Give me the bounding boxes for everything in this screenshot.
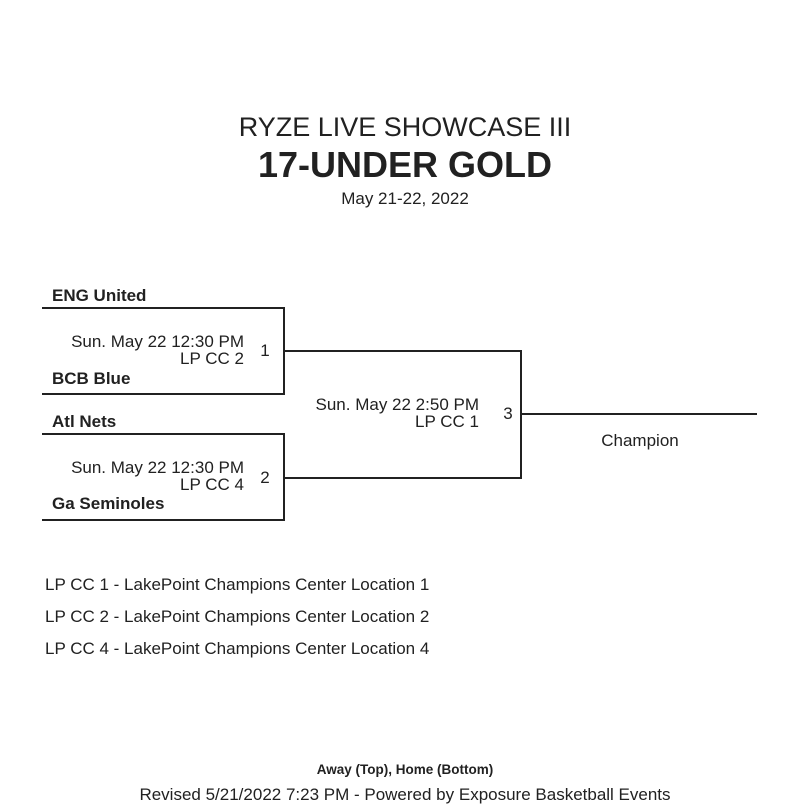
game2-bottom-line	[42, 519, 285, 521]
revised-note: Revised 5/21/2022 7:23 PM - Powered by E…	[139, 785, 671, 804]
away-home-note: Away (Top), Home (Bottom)	[316, 762, 494, 777]
event-dates: May 21-22, 2022	[341, 189, 469, 208]
game3-schedule: Sun. May 22 2:50 PM LP CC 1	[277, 396, 479, 430]
legend-location-2: LP CC 2 - LakePoint Champions Center Loc…	[45, 607, 430, 626]
game1-datetime: Sun. May 22 12:30 PM	[71, 332, 244, 351]
game1-schedule: Sun. May 22 12:30 PM LP CC 2	[42, 333, 244, 367]
game3-datetime: Sun. May 22 2:50 PM	[315, 395, 479, 414]
event-title: RYZE LIVE SHOWCASE III	[238, 112, 572, 142]
game2-schedule: Sun. May 22 12:30 PM LP CC 4	[42, 459, 244, 493]
game1-location: LP CC 2	[180, 349, 244, 368]
game2-home-team: Ga Seminoles	[52, 494, 165, 513]
game1-winner-line	[283, 350, 522, 352]
legend-location-3: LP CC 4 - LakePoint Champions Center Loc…	[45, 639, 430, 658]
game1-bottom-line	[42, 393, 285, 395]
game2-away-team: Atl Nets	[52, 412, 117, 431]
champion-line	[520, 413, 757, 415]
game2-location: LP CC 4	[180, 475, 244, 494]
game2-top-line	[42, 433, 285, 435]
game1-away-team: ENG United	[52, 286, 147, 305]
game1-top-line	[42, 307, 285, 309]
game3-location: LP CC 1	[415, 412, 479, 431]
game3-number: 3	[503, 404, 513, 423]
game2-datetime: Sun. May 22 12:30 PM	[71, 458, 244, 477]
division-title: 17-UNDER GOLD	[257, 144, 553, 185]
champion-label: Champion	[601, 431, 679, 450]
game2-winner-line	[283, 477, 522, 479]
legend-location-1: LP CC 1 - LakePoint Champions Center Loc…	[45, 575, 430, 594]
game2-number: 2	[260, 468, 270, 487]
game1-number: 1	[260, 341, 270, 360]
game1-home-team: BCB Blue	[52, 369, 131, 388]
